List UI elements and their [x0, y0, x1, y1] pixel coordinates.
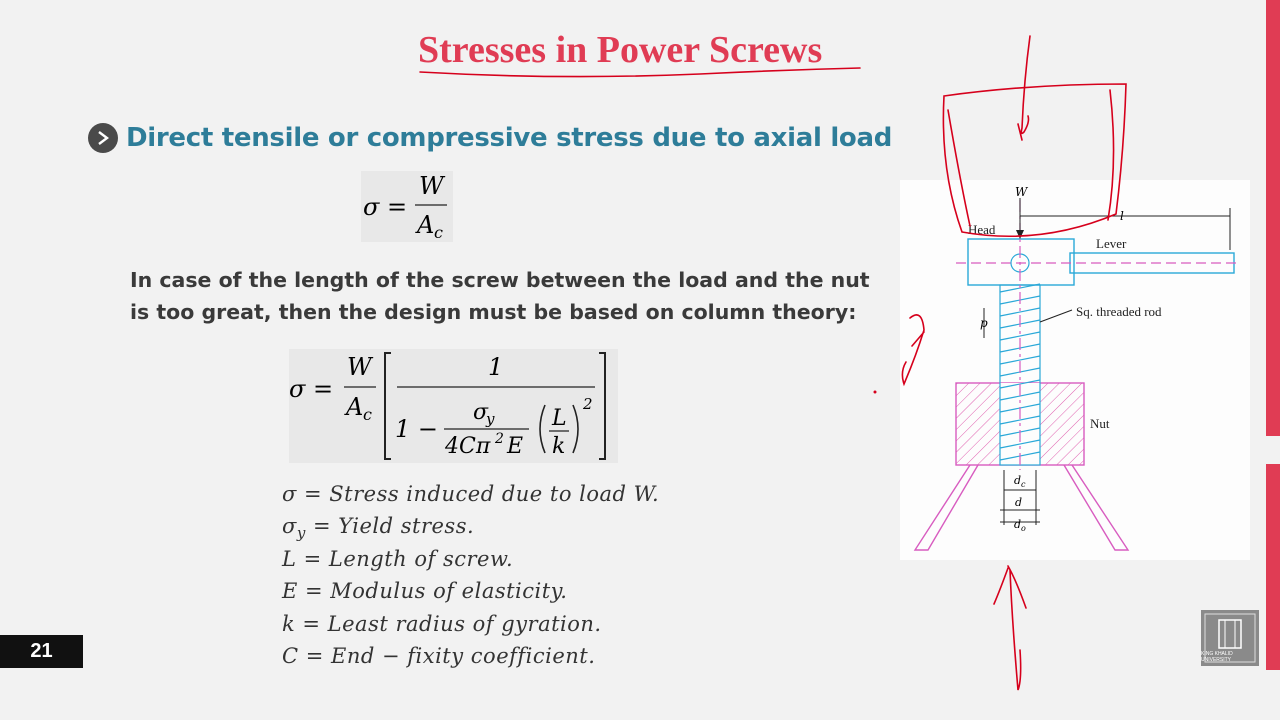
- page-number: 21: [0, 635, 83, 668]
- slide-title: Stresses in Power Screws: [418, 29, 823, 71]
- diagram-do: d: [1014, 518, 1021, 531]
- bullet-text: Direct tensile or compressive stress due…: [126, 123, 893, 153]
- university-logo: KING KHALID UNIVERSITY: [1201, 610, 1259, 666]
- f2-sig: σ: [473, 400, 489, 425]
- formula-column-stress: σ = W A c 1 1 − σ y 4Cπ 2 E L k 2: [289, 349, 618, 463]
- f2-lhs: σ: [289, 375, 306, 403]
- f2-den: 4Cπ: [444, 434, 491, 459]
- f2-exp: 2: [582, 395, 593, 413]
- chevron-right-icon: [88, 123, 118, 153]
- formula-direct-stress: σ = W A c: [361, 171, 453, 242]
- f2-W: W: [347, 353, 374, 381]
- definition-sigma-y: σy = Yield stress.: [282, 510, 659, 542]
- definition-C: C = End − fixity coefficient.: [282, 643, 596, 668]
- diagram-rod-label: Sq. threaded rod: [1076, 304, 1162, 319]
- f2-E: E: [506, 434, 523, 459]
- diagram-p: p: [980, 316, 988, 330]
- diagram-nut-label: Nut: [1090, 416, 1110, 431]
- diagram-do-sub: o: [1021, 524, 1026, 533]
- f2-A-sub: c: [363, 405, 372, 424]
- column-theory-paragraph: In case of the length of the screw betwe…: [130, 264, 870, 328]
- paragraph-line-1: In case of the length of the screw betwe…: [130, 268, 870, 292]
- f2-L: L: [551, 406, 567, 431]
- paragraph-line-2: is too great, then the design must be ba…: [130, 300, 857, 324]
- f1-den: A: [415, 211, 434, 239]
- diagram-dc-sub: c: [1021, 480, 1026, 489]
- def-sigma-y-symbol: σ: [282, 514, 297, 539]
- def-sigma-y-rest: = Yield stress.: [305, 514, 475, 539]
- definition-k: k = Least radius of gyration.: [282, 611, 602, 636]
- accent-bar-bottom: [1266, 464, 1280, 670]
- def-sigma-y-sub: y: [296, 524, 306, 543]
- f2-sig-sub: y: [485, 410, 495, 428]
- f2-A: A: [344, 393, 363, 421]
- f2-k: k: [552, 434, 565, 459]
- diagram-dc: d: [1014, 474, 1021, 487]
- diagram-lever-label: Lever: [1096, 236, 1127, 251]
- bullet-heading: Direct tensile or compressive stress due…: [88, 118, 892, 158]
- definition-E: E = Modulus of elasticity.: [282, 579, 568, 604]
- screw-jack-diagram: W l Head Lever p Sq. threaded rod Nut d …: [900, 180, 1250, 560]
- diagram-W: W: [1015, 185, 1029, 199]
- f1-num: W: [419, 172, 446, 200]
- diagram-d: d: [1015, 496, 1022, 509]
- f2-eq: =: [313, 375, 333, 403]
- f1-den-sub: c: [434, 223, 443, 242]
- definition-L: L = Length of screw.: [282, 546, 514, 571]
- f1-lhs: σ: [363, 193, 380, 221]
- f1-eq: =: [387, 193, 407, 221]
- definition-sigma: σ = Stress induced due to load W.: [282, 482, 660, 506]
- diagram-head-label: Head: [968, 222, 996, 237]
- diagram-l: l: [1120, 209, 1124, 223]
- f2-one-minus: 1 −: [395, 415, 438, 443]
- accent-bar-top: [1266, 0, 1280, 436]
- definitions-list: σ = Stress induced due to load W. σy = Y…: [282, 478, 659, 672]
- f2-den-sup: 2: [494, 431, 504, 447]
- logo-text: KING KHALID UNIVERSITY: [1201, 651, 1233, 663]
- f2-one: 1: [488, 353, 503, 381]
